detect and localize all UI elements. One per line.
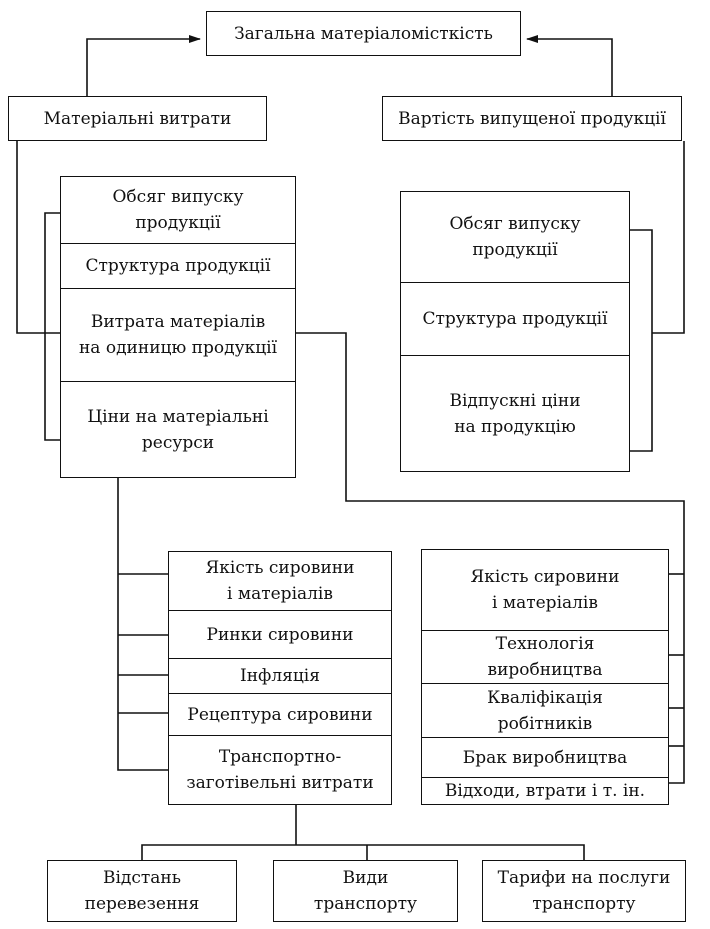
factor-material-prices: Ціни на матеріальні ресурси [61, 381, 295, 477]
transport-distance-box: Відстань перевезення [47, 860, 237, 922]
output-value-box: Вартість випущеної продукції [382, 96, 682, 141]
total-material-intensity-label: Загальна матеріаломісткість [234, 23, 493, 44]
material-costs-box: Матеріальні витрати [8, 96, 267, 141]
line-right-stack [652, 141, 685, 334]
consumption-factor-defects: Брак виробництва [422, 737, 668, 777]
transport-tariffs-label: Тарифи на послуги транспорту [497, 868, 671, 914]
transport-types-label: Види транспорту [313, 868, 418, 914]
price-factor-recipe: Рецептура сировини [169, 693, 391, 735]
transport-types-box: Види транспорту [273, 860, 458, 922]
material-price-factors: Якість сировини і матеріалів Ринки сиров… [168, 551, 392, 805]
factor-output-volume: Обсяг випуску продукції [112, 187, 244, 233]
consumption-factor-technology: Технологія виробництва [422, 629, 668, 684]
bracket-left-stack [44, 212, 60, 441]
factor-selling-prices: Відпускні ціни на продукцію [401, 355, 629, 471]
arrow-right-to-top [526, 35, 613, 96]
total-material-intensity-box: Загальна матеріаломісткість [206, 11, 521, 56]
transport-distance-label: Відстань перевезення [84, 868, 200, 914]
line-left-stack [16, 141, 60, 334]
arrow-left-to-top [86, 35, 201, 96]
bracket-right-stack [630, 229, 653, 452]
factor-consumption-per-unit: Витрата матеріалів на одиницю продукції [61, 288, 295, 381]
consumption-factor-qualification: Кваліфікація робітників [422, 683, 668, 737]
factor-product-structure: Структура продукції [61, 243, 295, 288]
price-factor-raw-quality: Якість сировини і матеріалів [205, 558, 355, 604]
price-factor-transport-costs: Транспортно- заготівельні витрати [169, 735, 391, 804]
transport-tariffs-box: Тарифи на послуги транспорту [482, 860, 686, 922]
factor-product-structure-right: Структура продукції [401, 282, 629, 355]
output-value-label: Вартість випущеної продукції [398, 108, 666, 129]
factor-output-volume-right: Обсяг випуску продукції [449, 214, 581, 260]
output-value-factors: Обсяг випуску продукції Структура продук… [400, 191, 630, 472]
consumption-factor-raw-quality: Якість сировини і матеріалів [470, 566, 620, 613]
price-factor-raw-markets: Ринки сировини [169, 610, 391, 658]
consumption-factors: Якість сировини і матеріалів Технологія … [421, 549, 669, 805]
consumption-factor-waste: Відходи, втрати і т. ін. [422, 777, 668, 804]
line-price-branch [117, 478, 168, 771]
price-factor-inflation: Інфляція [169, 658, 391, 693]
material-costs-label: Матеріальні витрати [43, 108, 232, 129]
line-consumption-branch [296, 332, 685, 784]
material-costs-factors: Обсяг випуску продукції Структура продук… [60, 176, 296, 478]
